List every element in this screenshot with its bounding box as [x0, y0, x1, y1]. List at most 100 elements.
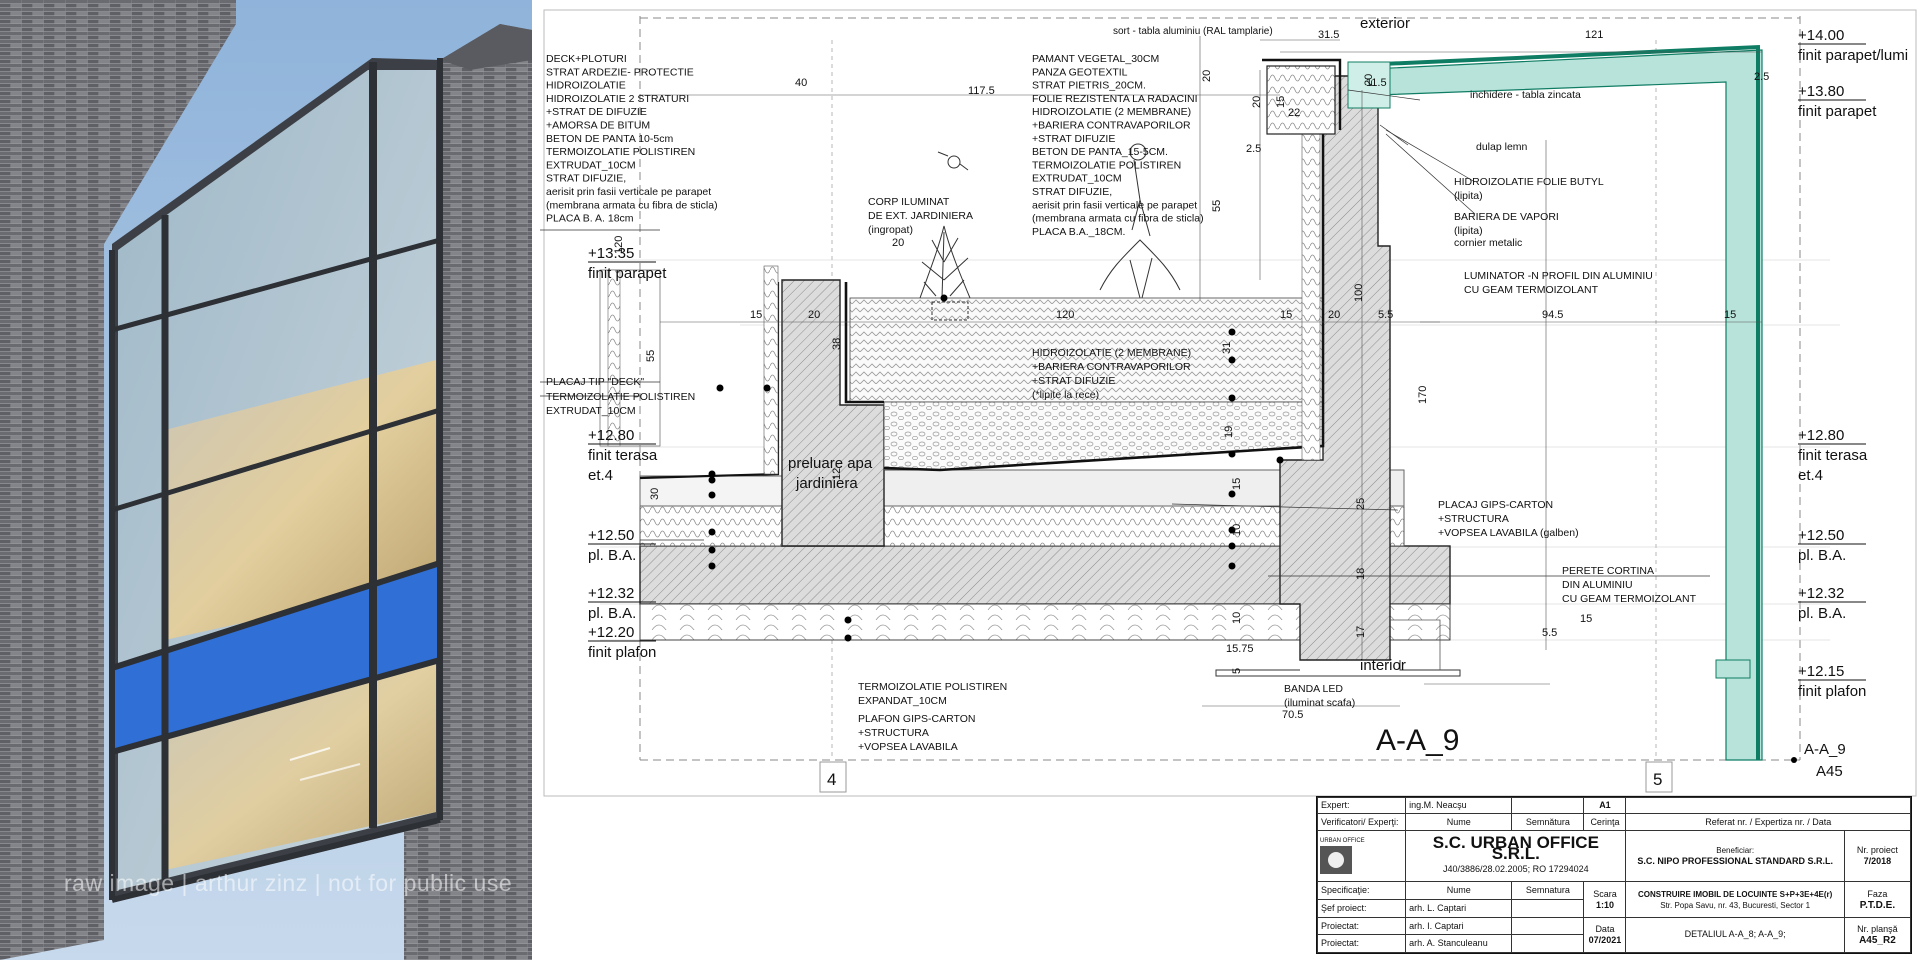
dimension-values: 15 20 120 15 20 5.5 94.5 15 11.5 2.5 2.5… [613, 70, 1769, 674]
plafon-line1: PLAFON GIPS-CARTON [858, 713, 975, 725]
dim-117-5: 117.5 [968, 85, 995, 97]
dim-20-vert: 20 [1201, 70, 1213, 82]
dim-38-vert: 38 [831, 338, 843, 350]
project-title: CONSTRUIRE IMOBIL DE LOCUINTE S+P+3E+4E(… [1637, 889, 1833, 899]
dim-10-vert2: 10 [1231, 612, 1243, 624]
dim-17-vert: 17 [1355, 626, 1367, 638]
nr-plansa-label: Nr. planşă [1857, 923, 1898, 934]
leftLayers-line: STRAT ARDEZIE- PROTECTIE [546, 66, 694, 78]
level-value: +12.15 [1798, 663, 1844, 680]
nume-label: Nume [1405, 813, 1513, 831]
placaj-gips-line3: +VOPSEA LAVABILA (galben) [1438, 527, 1579, 539]
dim-31-5: 31.5 [1318, 29, 1339, 41]
beneficiar-label: Beneficiar: [1716, 846, 1755, 856]
title-block: Expert: ing.M. Neacşu A1 Verificatori/ E… [1316, 796, 1912, 954]
centerLayers-line: STRAT PIETRIS_20CM. [1032, 80, 1146, 92]
centerLayers-line: STRAT DIFUZIE, [1032, 186, 1112, 198]
dim-120-vert: 120 [613, 236, 625, 254]
section-detail-drawing: sort - tabla aluminiu (RAL tamplarie) ex… [480, 9, 1917, 797]
beneficiar-name: S.C. NIPO PROFESSIONAL STANDARD S.R.L. [1637, 856, 1833, 867]
axis-4-box [819, 761, 847, 793]
leftLayers-line: +STRAT DE DIFUZIE [546, 106, 647, 118]
centerLayers-line: +BARIERA CONTRAVAPORILOR [1032, 120, 1191, 132]
level-label: pl. B.A. [588, 605, 636, 622]
data-value: 07/2021 [1588, 934, 1622, 945]
centerLayers-line: aerisit prin fasii verticale pe parapet [1032, 199, 1197, 211]
level-label: finit parapet/lumi [1798, 47, 1908, 64]
dim-94-5: 94.5 [1542, 309, 1563, 321]
corp-iluminat-line2: DE EXT. JARDINIERA [868, 210, 973, 222]
termo-eps-line2: EXPANDAT_10CM [858, 695, 947, 707]
section-ref: A-A_9 [1804, 741, 1846, 758]
proiectat2-name: arh. A. Stanculeanu [1405, 934, 1513, 953]
cerinta-value: A1 [1583, 796, 1627, 815]
logo-text: URBAN OFFICE [1320, 838, 1365, 845]
centerLayers-line: PANZA GEOTEXTIL [1032, 66, 1128, 78]
dim-5-vert: 5 [1231, 668, 1243, 674]
corp-iluminat-line3: (ingropat) [868, 224, 913, 236]
dim-12-vert: 12 [831, 468, 843, 480]
scara-value: 1:10 [1595, 899, 1614, 910]
dim-5-5: 5.5 [1378, 309, 1393, 321]
proiectat2-label: Proiectat: [1316, 934, 1407, 953]
luminator-line1: LUMINATOR -N PROFIL DIN ALUMINIU [1464, 270, 1653, 282]
nume2-label: Nume [1405, 881, 1513, 901]
banda-led-line2: (iluminat scafa) [1284, 697, 1355, 709]
hidro-mid-line2: +BARIERA CONTRAVAPORILOR [1032, 361, 1191, 373]
proiectat-name: arh. I. Captari [1405, 916, 1513, 936]
centerLayers-line: TERMOIZOLATIE POLISTIREN [1032, 159, 1181, 171]
dim-11-5: 11.5 [1366, 77, 1387, 89]
company-logo: URBAN OFFICE [1316, 829, 1407, 883]
centerLayers-line: +STRAT DIFUZIE [1032, 133, 1115, 145]
leftLayers-line: TERMOIZOLATIE POLISTIREN [546, 146, 695, 158]
leftLayers-line: PLACA B. A. 18cm [546, 213, 634, 225]
level-label: finit plafon [1798, 683, 1866, 700]
hidro-mid-line3: +STRAT DIFUZIE [1032, 375, 1115, 387]
placaj-deck-line1: PLACAJ TIP "DECK" [546, 376, 644, 388]
level-label: finit terasa [1798, 447, 1868, 464]
dim-2-5a: 2.5 [1754, 71, 1769, 83]
level-label: pl. B.A. [1798, 605, 1846, 622]
level-label: finit parapet [1798, 103, 1877, 120]
scara-label: Scara [1593, 888, 1617, 899]
level-value: +12.20 [588, 624, 634, 641]
centerLayers-line: BETON DE PANTA_15-5CM. [1032, 146, 1168, 158]
leftLayers-line: +AMORSA DE BITUM [546, 120, 650, 132]
interior-label: interior [1360, 657, 1406, 674]
level-value: +12.50 [588, 527, 634, 544]
plafon-line2: +STRUCTURA [858, 727, 929, 739]
exterior-label: exterior [1360, 15, 1410, 32]
level-value: +12.80 [588, 427, 634, 444]
leftLayers-line: HIDROIZOLATIE [546, 80, 626, 92]
bariera-line1: BARIERA DE VAPORI [1454, 211, 1559, 223]
leftLayers-line: DECK+PLOTURI [546, 53, 627, 65]
project-address: Str. Popa Savu, nr. 43, Bucuresti, Secto… [1660, 900, 1811, 910]
placaj-deck-line3: EXTRUDAT_10CM [546, 405, 636, 417]
hidro-mid-line1: HIDROIZOLATIE (2 MEMBRANE) [1032, 347, 1191, 359]
level-value: +12.50 [1798, 527, 1844, 544]
bariera-line3: cornier metalic [1454, 237, 1522, 249]
leftLayers-line: STRAT DIFUZIE, [546, 173, 626, 185]
placaj-deck-line2: TERMOIZOLATIE POLISTIREN [546, 391, 695, 403]
centerLayers-line: (membrana armata cu fibra de sticla) [1032, 213, 1204, 225]
butyl-line1: HIDROIZOLATIE FOLIE BUTYL [1454, 176, 1604, 188]
level-value: +12.80 [1798, 427, 1844, 444]
semnatura2-label: Semnatura [1511, 881, 1585, 901]
corp-iluminat-line1: CORP ILUMINAT [868, 196, 950, 208]
dim-31-vert: 31 [1221, 342, 1233, 354]
termo-eps-line1: TERMOIZOLATIE POLISTIREN [858, 681, 1007, 693]
dim-15b: 15 [1280, 309, 1292, 321]
centerLayers-line: FOLIE REZISTENTA LA RADACINI [1032, 93, 1198, 105]
dim-55-vert: 55 [1211, 200, 1223, 212]
logo-icon [1320, 846, 1352, 875]
nr-plansa: A45_R2 [1859, 934, 1896, 946]
axis-5-box [1645, 761, 1673, 793]
dim-18-vert: 18 [1355, 568, 1367, 580]
level-label2: et.4 [1798, 467, 1823, 484]
perete-line2: DIN ALUMINIU [1562, 579, 1633, 591]
specificatie-label: Specificaţie: [1316, 881, 1407, 901]
dim-25-vert: 25 [1355, 498, 1367, 510]
level-value: +13.80 [1798, 83, 1844, 100]
